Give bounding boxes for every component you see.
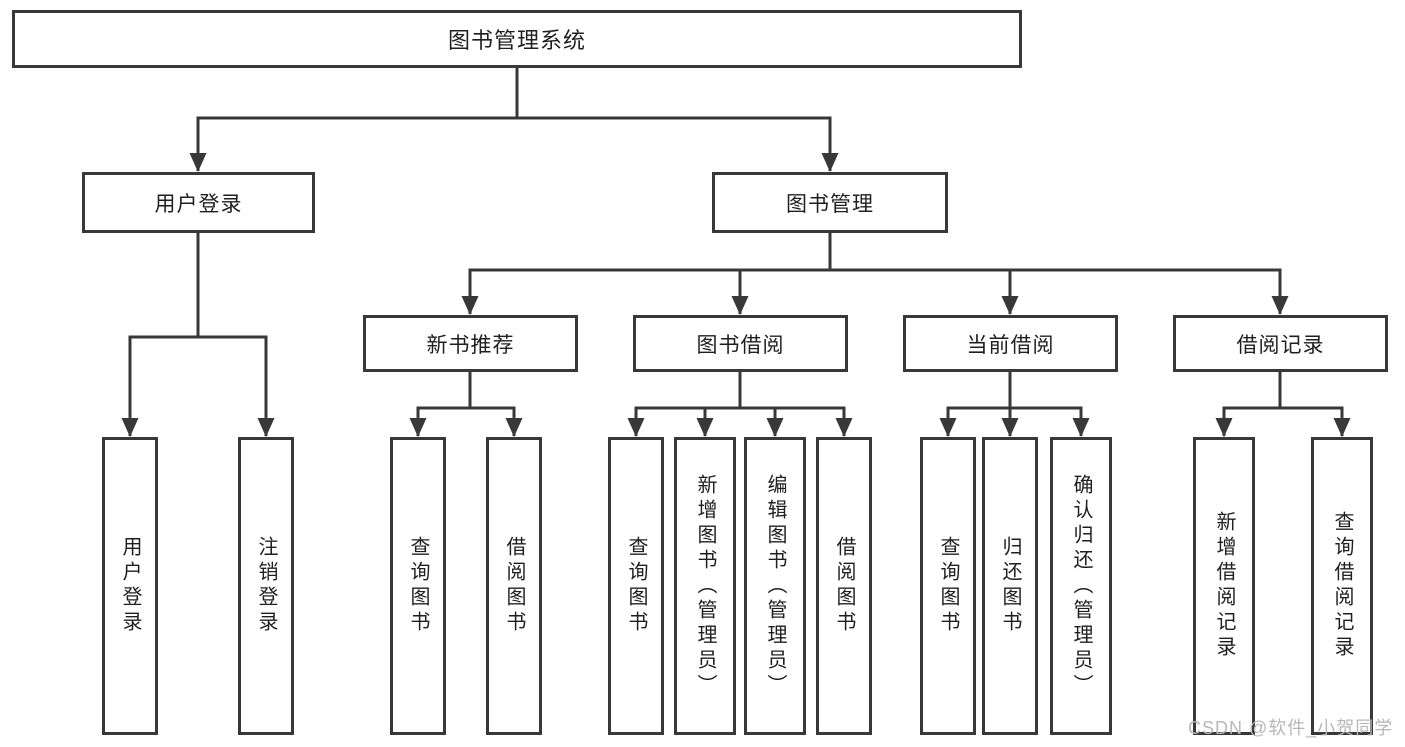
leaf-borrow-books-borrowing: 借阅图书 — [816, 437, 872, 735]
leaf-logout: 注销登录 — [238, 437, 294, 735]
node-new-book-recommendation: 新书推荐 — [363, 315, 578, 372]
csdn-watermark: CSDN @软件_小贺同学 — [1188, 718, 1394, 738]
leaf-return-book: 归还图书 — [982, 437, 1038, 735]
node-current-borrowing: 当前借阅 — [903, 315, 1118, 372]
leaf-query-books-current: 查询图书 — [920, 437, 976, 735]
node-borrowing-records: 借阅记录 — [1173, 315, 1388, 372]
leaf-add-book-admin: 新增图书（管理员） — [674, 437, 736, 735]
leaf-query-books-recommend: 查询图书 — [390, 437, 446, 735]
leaf-add-borrow-record: 新增借阅记录 — [1193, 437, 1255, 735]
leaf-query-borrow-record: 查询借阅记录 — [1311, 437, 1373, 735]
node-book-management: 图书管理 — [712, 172, 948, 233]
node-root-system: 图书管理系统 — [12, 10, 1022, 68]
leaf-edit-book-admin: 编辑图书（管理员） — [744, 437, 806, 735]
node-book-borrowing: 图书借阅 — [633, 315, 848, 372]
leaf-confirm-return-admin: 确认归还（管理员） — [1050, 437, 1112, 735]
leaf-borrow-books-recommend: 借阅图书 — [486, 437, 542, 735]
leaf-query-books-borrowing: 查询图书 — [608, 437, 664, 735]
leaf-user-login: 用户登录 — [102, 437, 158, 735]
node-user-login: 用户登录 — [82, 172, 315, 233]
